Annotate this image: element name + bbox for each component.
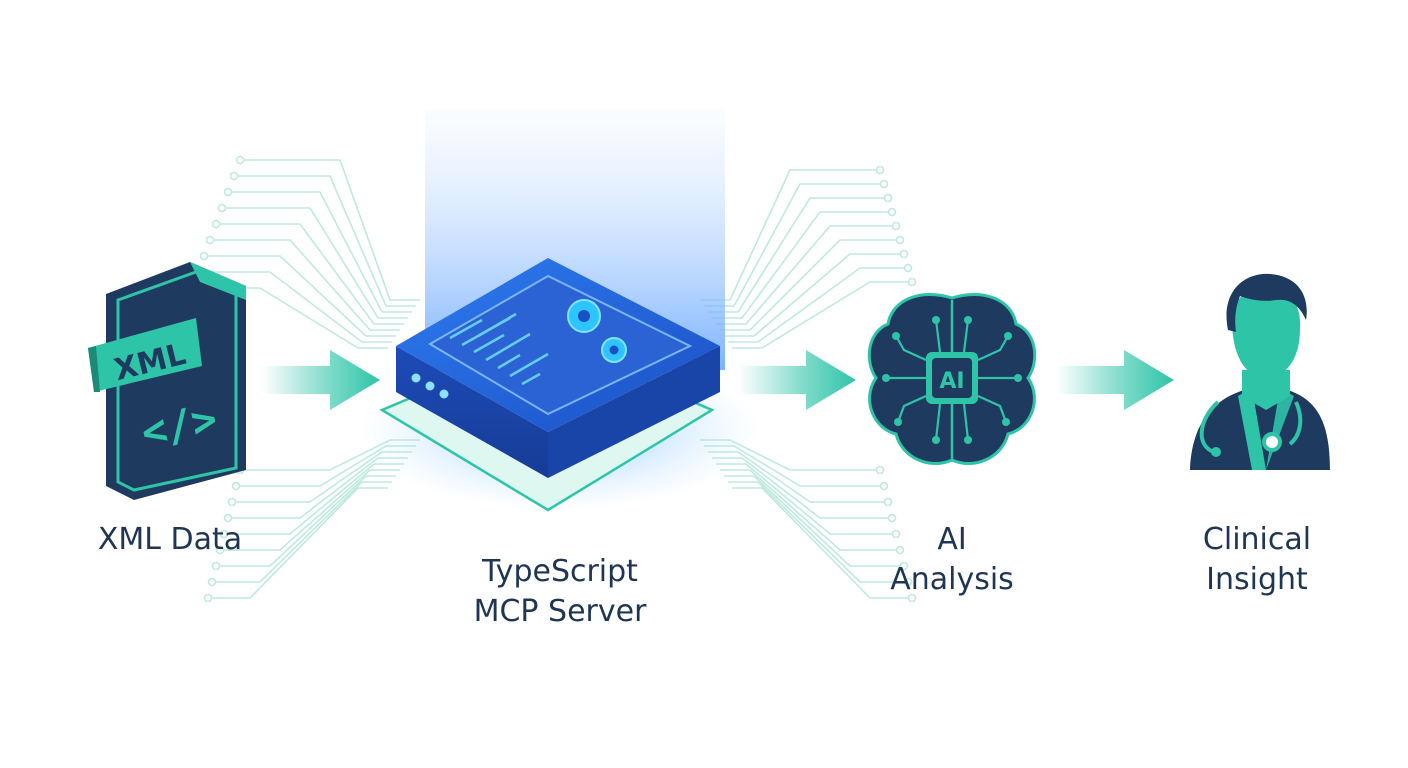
circuit-line bbox=[712, 211, 892, 319]
circuit-line bbox=[222, 207, 408, 319]
circuit-node bbox=[211, 219, 221, 229]
circuit-line bbox=[204, 255, 396, 337]
circuit-line bbox=[220, 469, 400, 551]
circuit-node bbox=[887, 513, 897, 523]
circuit-node bbox=[899, 249, 909, 259]
circuit-node bbox=[875, 465, 885, 475]
circuit-node bbox=[883, 497, 893, 507]
circuit-line bbox=[728, 267, 908, 343]
circuit-line bbox=[724, 475, 904, 567]
circuit-line bbox=[216, 475, 396, 567]
circuit-line bbox=[704, 183, 884, 307]
circuit-line bbox=[732, 487, 912, 599]
ai-brain-icon: AI bbox=[867, 293, 1037, 466]
circuit-node bbox=[879, 179, 889, 189]
label-xml-data: XML Data bbox=[97, 522, 243, 557]
circuit-line bbox=[216, 223, 404, 325]
circuit-line bbox=[234, 175, 416, 307]
doctor-stethoscope-icon bbox=[1190, 273, 1330, 470]
label-ai-analysis: AI Analysis bbox=[890, 522, 1014, 597]
circuit-line bbox=[210, 239, 400, 331]
circuit-line bbox=[716, 225, 896, 325]
circuit-node bbox=[199, 251, 209, 261]
circuit-node bbox=[899, 561, 909, 571]
server-gears-icon bbox=[360, 258, 760, 512]
circuit-line bbox=[208, 487, 388, 599]
circuit-line bbox=[724, 253, 904, 337]
circuit-line bbox=[708, 197, 888, 313]
circuit-node bbox=[907, 277, 917, 287]
circuit-node bbox=[891, 529, 901, 539]
circuit-line bbox=[732, 281, 912, 349]
circuit-line bbox=[728, 481, 908, 583]
circuit-node bbox=[205, 235, 215, 245]
circuit-node bbox=[875, 165, 885, 175]
circuit-node bbox=[883, 193, 893, 203]
circuit-node bbox=[223, 187, 233, 197]
circuit-node bbox=[895, 235, 905, 245]
circuit-node bbox=[231, 481, 241, 491]
arrow-3 bbox=[1056, 350, 1174, 410]
xml-file-icon: XML </> bbox=[88, 262, 246, 500]
circuit-node bbox=[235, 155, 245, 165]
circuit-node bbox=[223, 513, 233, 523]
ai-badge: AI bbox=[939, 369, 964, 394]
circuit-line bbox=[212, 481, 392, 583]
circuit-node bbox=[219, 529, 229, 539]
circuit-node bbox=[903, 263, 913, 273]
circuit-line bbox=[720, 239, 900, 331]
label-mcp-server: TypeScript MCP Server bbox=[473, 554, 647, 629]
circuit-node bbox=[215, 545, 225, 555]
circuit-node bbox=[211, 561, 221, 571]
circuit-node bbox=[879, 481, 889, 491]
circuit-line bbox=[228, 191, 412, 313]
label-clinical-insight: Clinical Insight bbox=[1202, 522, 1312, 597]
circuit-node bbox=[217, 203, 227, 213]
circuit-line bbox=[240, 159, 420, 301]
circuit-node bbox=[227, 497, 237, 507]
circuit-line bbox=[720, 469, 900, 551]
circuit-node bbox=[895, 545, 905, 555]
circuit-node bbox=[229, 171, 239, 181]
circuit-node bbox=[891, 221, 901, 231]
arrow-1 bbox=[262, 350, 380, 410]
circuit-line bbox=[700, 169, 880, 301]
circuit-node bbox=[907, 593, 917, 603]
circuit-node bbox=[203, 593, 213, 603]
circuit-node bbox=[887, 207, 897, 217]
circuit-node bbox=[903, 577, 913, 587]
arrow-2 bbox=[738, 350, 856, 410]
circuit-line bbox=[198, 271, 392, 343]
circuit-node bbox=[207, 577, 217, 587]
